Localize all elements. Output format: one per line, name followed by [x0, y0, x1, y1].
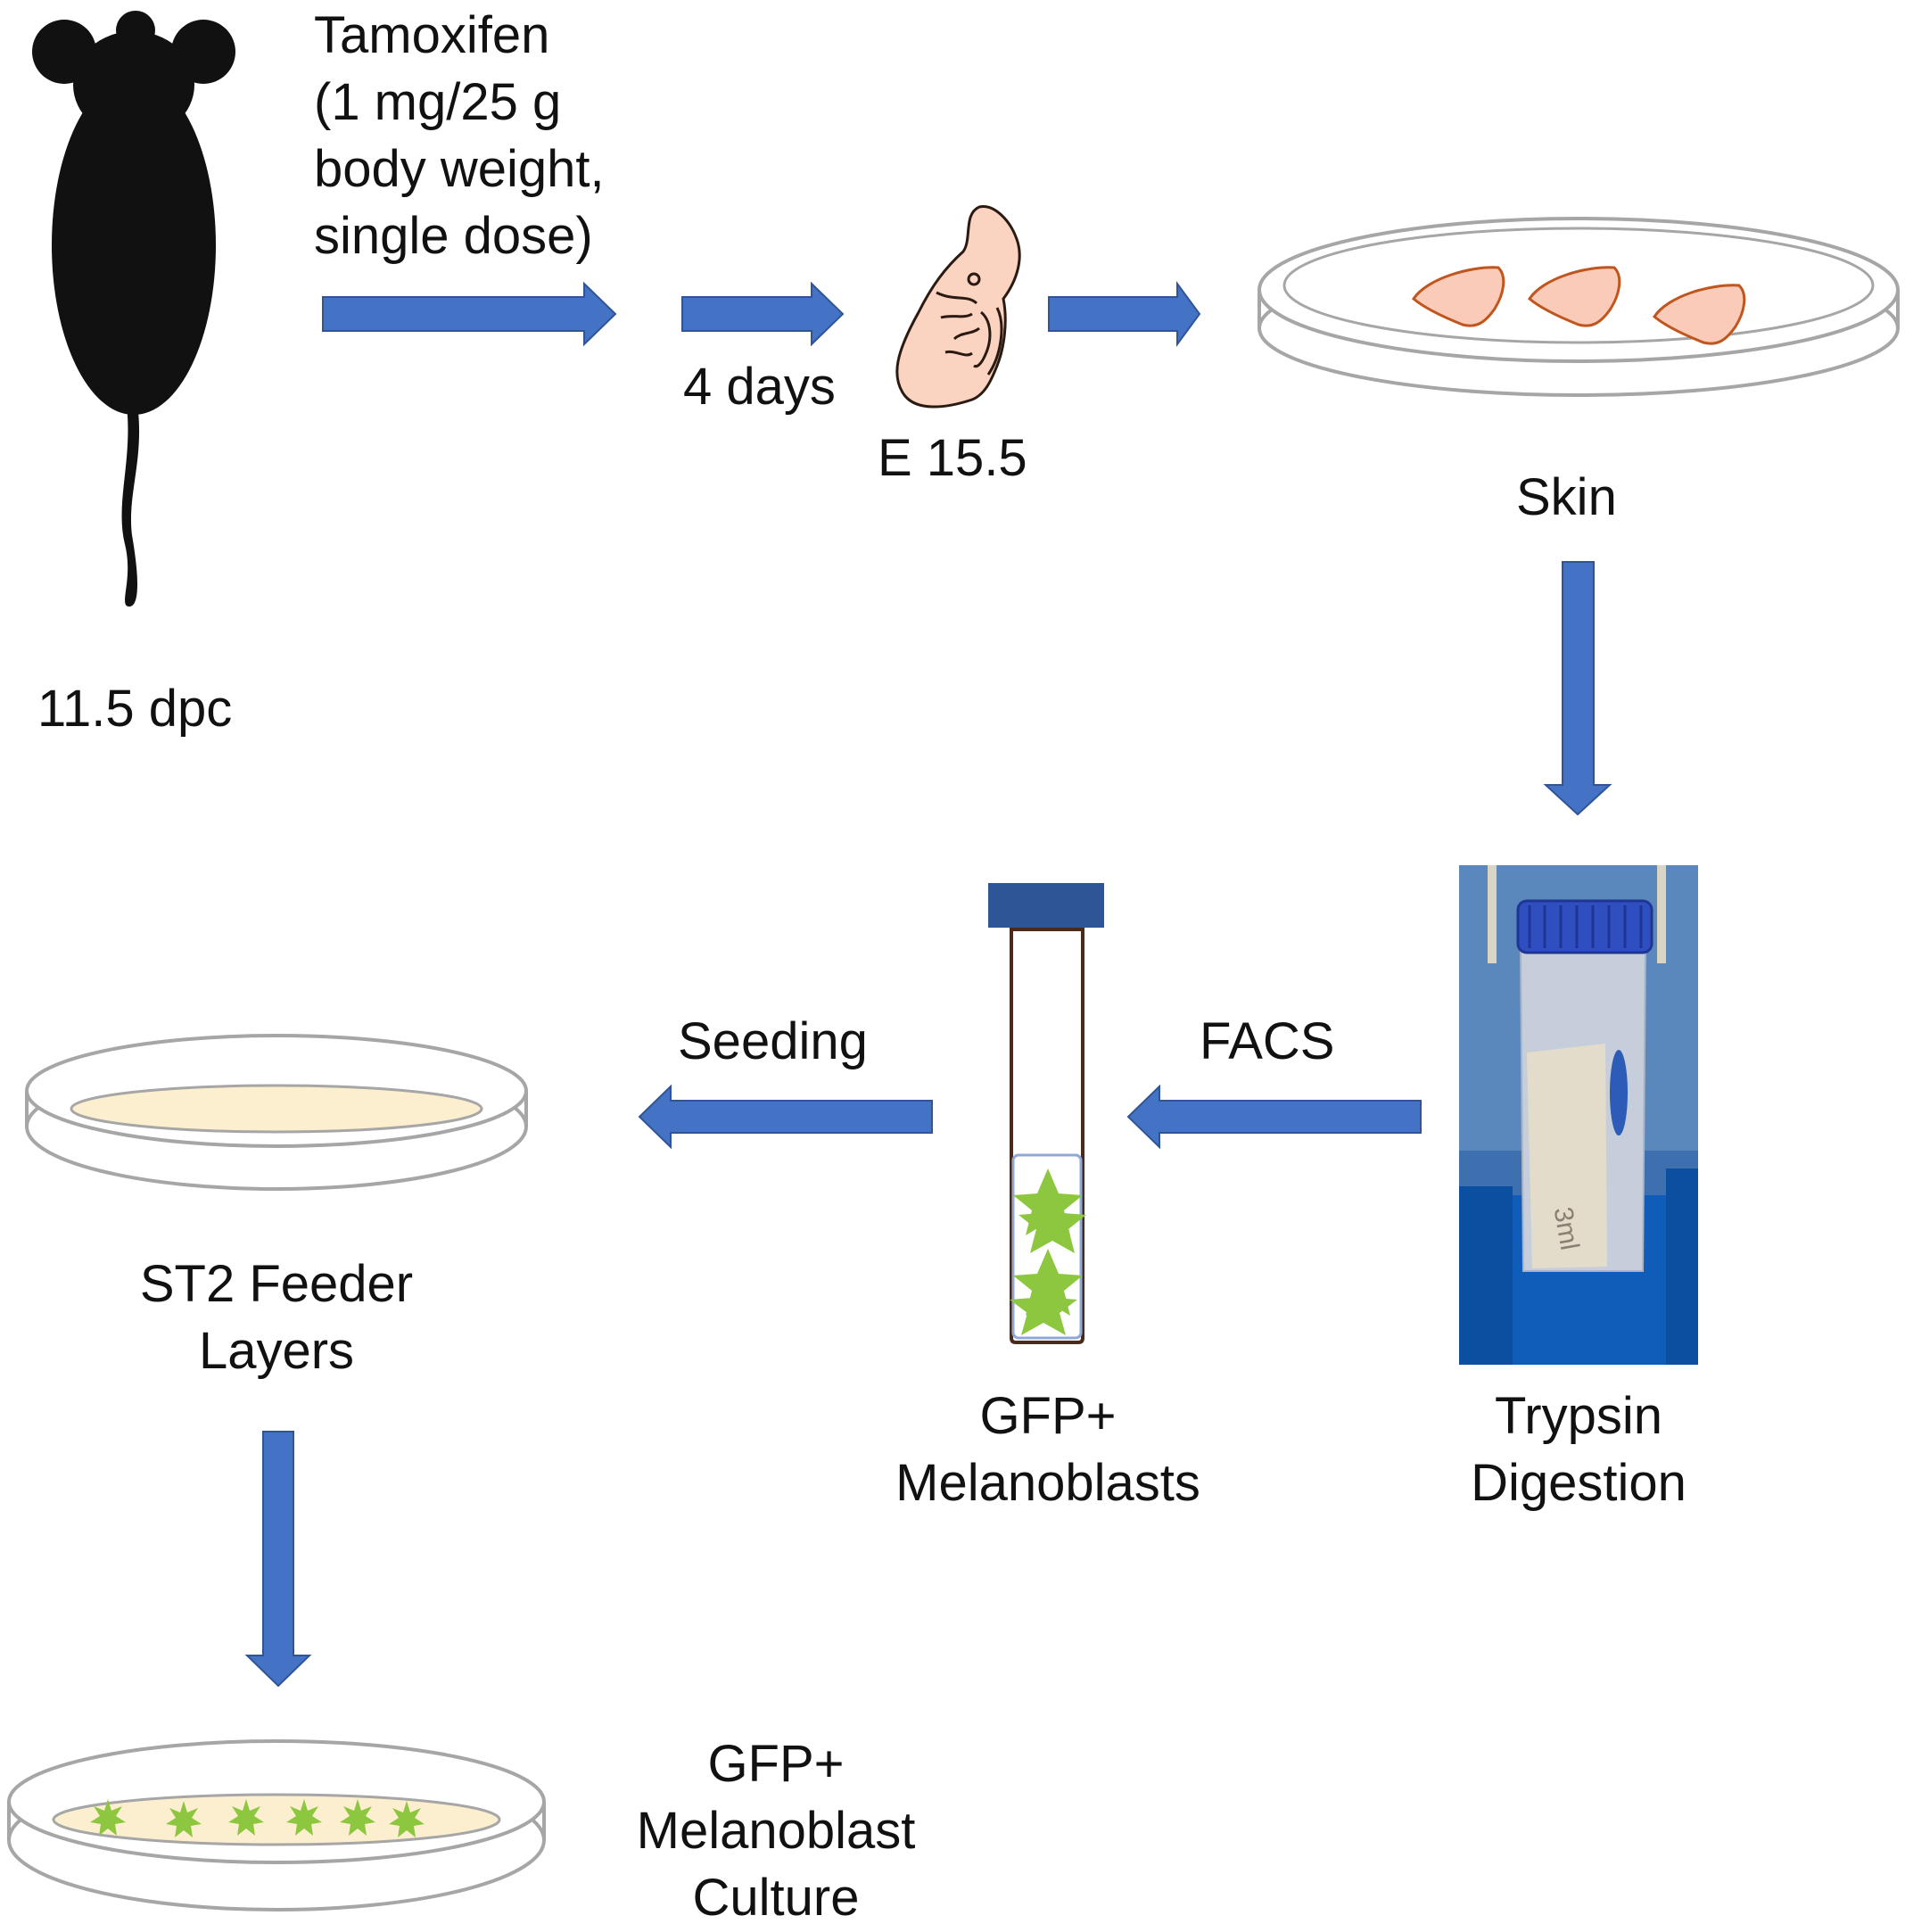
- gfp-cell-icon: [90, 1799, 126, 1836]
- arrow-down-culture: [244, 1431, 312, 1688]
- mouse-label: 11.5 dpc: [37, 680, 233, 738]
- arrow-left-facs: [1126, 1084, 1422, 1150]
- embryo-label: E 15.5: [878, 429, 1027, 487]
- feeder-dish-icon: [25, 1034, 528, 1191]
- arrow-left-seeding: [638, 1084, 933, 1150]
- seeding-label: Seeding: [678, 1012, 868, 1070]
- culture-label-2: Melanoblast: [636, 1802, 916, 1860]
- arrow-down-digestion: [1543, 561, 1612, 816]
- skin-piece-1: [1412, 266, 1505, 327]
- tamoxifen-label-1: Tamoxifen: [314, 6, 550, 64]
- gfp-tube-label-2: Melanoblasts: [895, 1454, 1200, 1512]
- facs-label: FACS: [1200, 1012, 1335, 1070]
- gfp-cell-icon: [228, 1799, 264, 1836]
- gfp-cell-icon: [286, 1799, 322, 1836]
- conical-tube-photo: 3ml: [1459, 865, 1698, 1365]
- arrow-right-4days: [681, 281, 845, 347]
- gfp-cell-icon: [340, 1799, 375, 1836]
- arrow-right-skin: [1048, 280, 1201, 348]
- feeder-label-1: ST2 Feeder: [139, 1255, 414, 1313]
- skin-piece-3: [1653, 284, 1746, 345]
- wait-label: 4 days: [683, 358, 836, 416]
- tamoxifen-label-3: body weight,: [314, 140, 605, 198]
- skin-piece-2: [1528, 266, 1621, 327]
- tamoxifen-label-4: single dose): [314, 207, 593, 265]
- gfp-tube-label-1: GFP+: [979, 1387, 1117, 1445]
- gfp-star-icon: [1010, 1276, 1077, 1335]
- gfp-cell-icon: [166, 1801, 202, 1837]
- culture-label-1: GFP+: [707, 1735, 845, 1793]
- feeder-label-2: Layers: [198, 1322, 355, 1380]
- petri-dish-with-skin-icon: [1258, 217, 1900, 397]
- arrow-right-dose: [322, 281, 617, 347]
- gfp-cell-icon: [389, 1801, 425, 1837]
- embryo-icon: [895, 205, 1021, 409]
- sorted-cell-tube-icon: [988, 883, 1104, 1344]
- trypsin-label-1: Trypsin: [1495, 1387, 1662, 1445]
- tamoxifen-label-2: (1 mg/25 g: [314, 73, 562, 131]
- trypsin-label-2: Digestion: [1471, 1454, 1686, 1512]
- culture-label-3: Culture: [692, 1869, 860, 1927]
- culture-dish-icon: [7, 1739, 546, 1911]
- gfp-star-icon: [1018, 1191, 1086, 1253]
- pregnant-mouse-silhouette: [32, 11, 235, 607]
- skin-label: Skin: [1516, 468, 1617, 526]
